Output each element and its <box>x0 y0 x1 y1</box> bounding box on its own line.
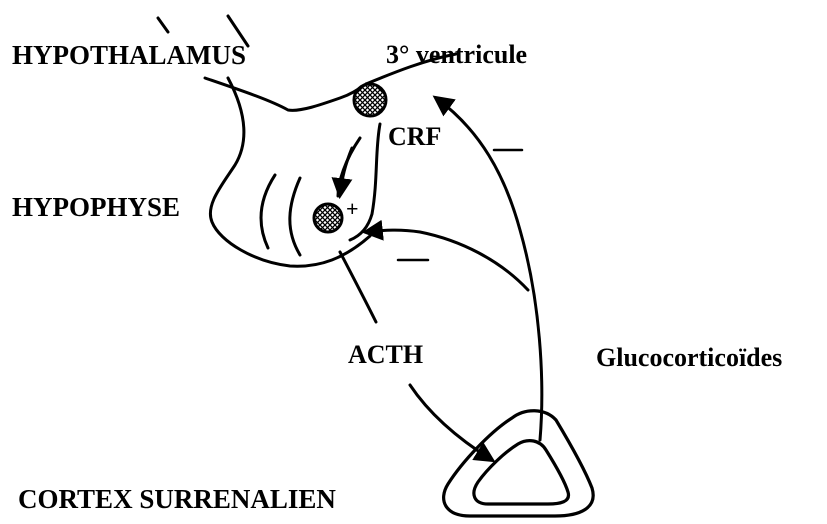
pituitary-fold-1 <box>261 175 275 248</box>
label-acth: ACTH <box>348 342 423 368</box>
label-hypophyse: HYPOPHYSE <box>12 194 180 221</box>
adrenal-outer <box>444 411 594 516</box>
top-tick-left <box>158 18 168 32</box>
label-hypothalamus: HYPOTHALAMUS <box>12 42 246 69</box>
pituitary-fold-2 <box>290 178 300 255</box>
adrenal-inner <box>474 441 569 504</box>
label-third-ventricle: 3° ventricule <box>386 42 527 68</box>
label-glucocorticoides: Glucocorticoïdes <box>596 345 782 371</box>
glucocorticoid-feedback-hypothalamus <box>436 98 542 440</box>
hypophyse-outline <box>210 78 370 266</box>
glucocorticoid-feedback-pituitary <box>366 230 528 290</box>
acth-release-line <box>340 252 376 322</box>
pituitary-stalk-right <box>350 124 380 240</box>
label-plus: + <box>346 198 359 220</box>
label-crf: CRF <box>388 124 441 150</box>
acth-arrow <box>410 385 492 460</box>
label-cortex-surrenalien: CORTEX SURRENALIEN <box>18 486 336 513</box>
pituitary-nucleus <box>314 204 342 232</box>
hypothalamic-nucleus <box>354 84 386 116</box>
